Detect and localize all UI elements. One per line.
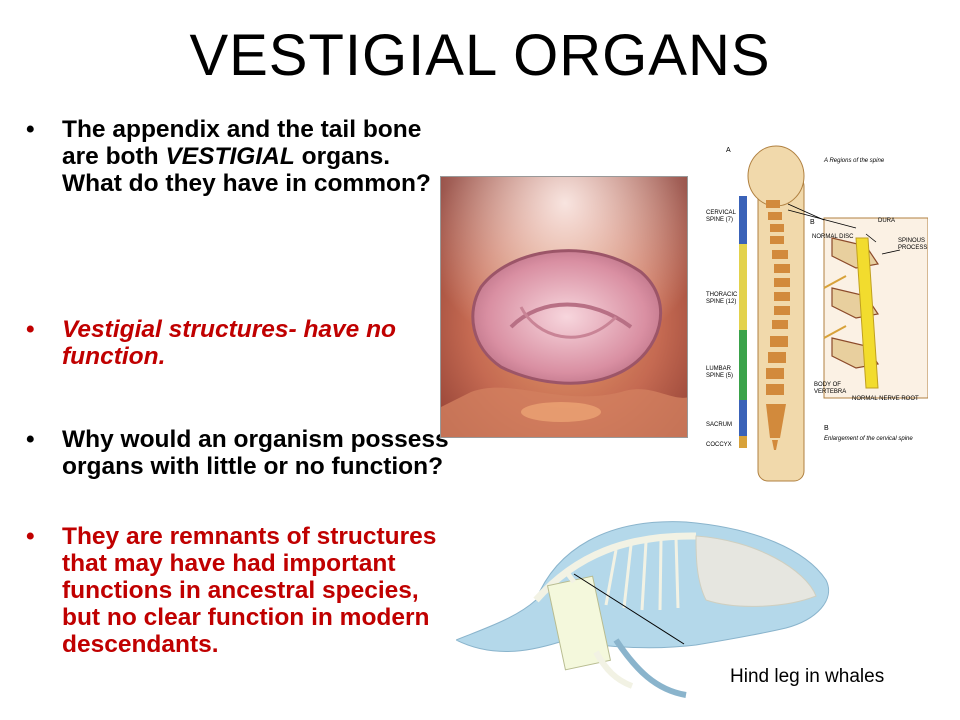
appendix-photo xyxy=(440,176,688,438)
spine-label: DURA xyxy=(878,218,895,224)
spine-label: SPINE (12) xyxy=(706,299,736,305)
bullet-remnants-answer: • They are remnants of structures that m… xyxy=(26,523,456,658)
whale-caption: Hind leg in whales xyxy=(730,666,885,687)
spine-label: LUMBAR xyxy=(706,366,732,372)
bullet-text-part: organs. What do they have in common? xyxy=(62,143,431,197)
spine-label: B xyxy=(810,219,815,226)
spine-label: A Regions of the spine xyxy=(823,158,885,164)
lumbar-region xyxy=(739,330,747,400)
bullet-emphasis: VESTIGIAL xyxy=(165,143,295,170)
bullet-vestigial-definition: • Vestigial structures- have no function… xyxy=(26,316,456,370)
coccyx-region xyxy=(739,436,747,448)
spine-label: NORMAL NERVE ROOT xyxy=(852,396,919,402)
spine-label: SPINE (5) xyxy=(706,373,733,379)
spine-label: B xyxy=(824,425,829,432)
spine-label: BODY OF xyxy=(814,382,841,388)
spine-diagram: A A Regions of the spine CERVICAL SPINE … xyxy=(706,145,928,482)
spine-label: Enlargement of the cervical spine xyxy=(824,436,913,442)
spine-label: SPINE (7) xyxy=(706,217,733,223)
bullet-appendix-question: • The appendix and the tail bone are bot… xyxy=(26,116,456,197)
whale-skeleton-diagram xyxy=(456,521,830,698)
spine-label: PROCESS xyxy=(898,245,927,251)
bullet-why-question: • Why would an organism possess organs w… xyxy=(26,426,456,480)
bullet-dot: • xyxy=(26,523,35,550)
spine-label: A xyxy=(726,147,731,154)
spine-label: CERVICAL xyxy=(706,210,737,216)
bullet-text: Vestigial structures- have no function. xyxy=(62,316,397,370)
bullet-dot: • xyxy=(26,426,35,453)
bullet-text-part: The appendix and the tail bone are both xyxy=(62,116,422,170)
spine-label: VERTEBRA xyxy=(814,389,846,395)
spine-label: COCCYX xyxy=(706,442,732,448)
spine-label: SPINOUS xyxy=(898,238,925,244)
spine-label: NORMAL DISC xyxy=(812,234,854,240)
bullet-text: Why would an organism possess organs wit… xyxy=(62,426,449,480)
bullet-text: The appendix and the tail bone are both … xyxy=(62,116,456,197)
thoracic-region xyxy=(739,244,747,330)
spine-label: SACRUM xyxy=(706,422,732,428)
bullet-dot: • xyxy=(26,116,35,143)
cervical-region xyxy=(739,196,747,244)
spinal-cord xyxy=(855,237,879,389)
bullet-text: They are remnants of structures that may… xyxy=(62,523,437,658)
sacrum-region xyxy=(739,400,747,436)
appendix-photo-graphic xyxy=(441,177,687,437)
bullet-dot: • xyxy=(26,316,35,343)
spine-label: THORACIC xyxy=(706,292,738,298)
slide-title: VESTIGIAL ORGANS xyxy=(189,23,771,88)
